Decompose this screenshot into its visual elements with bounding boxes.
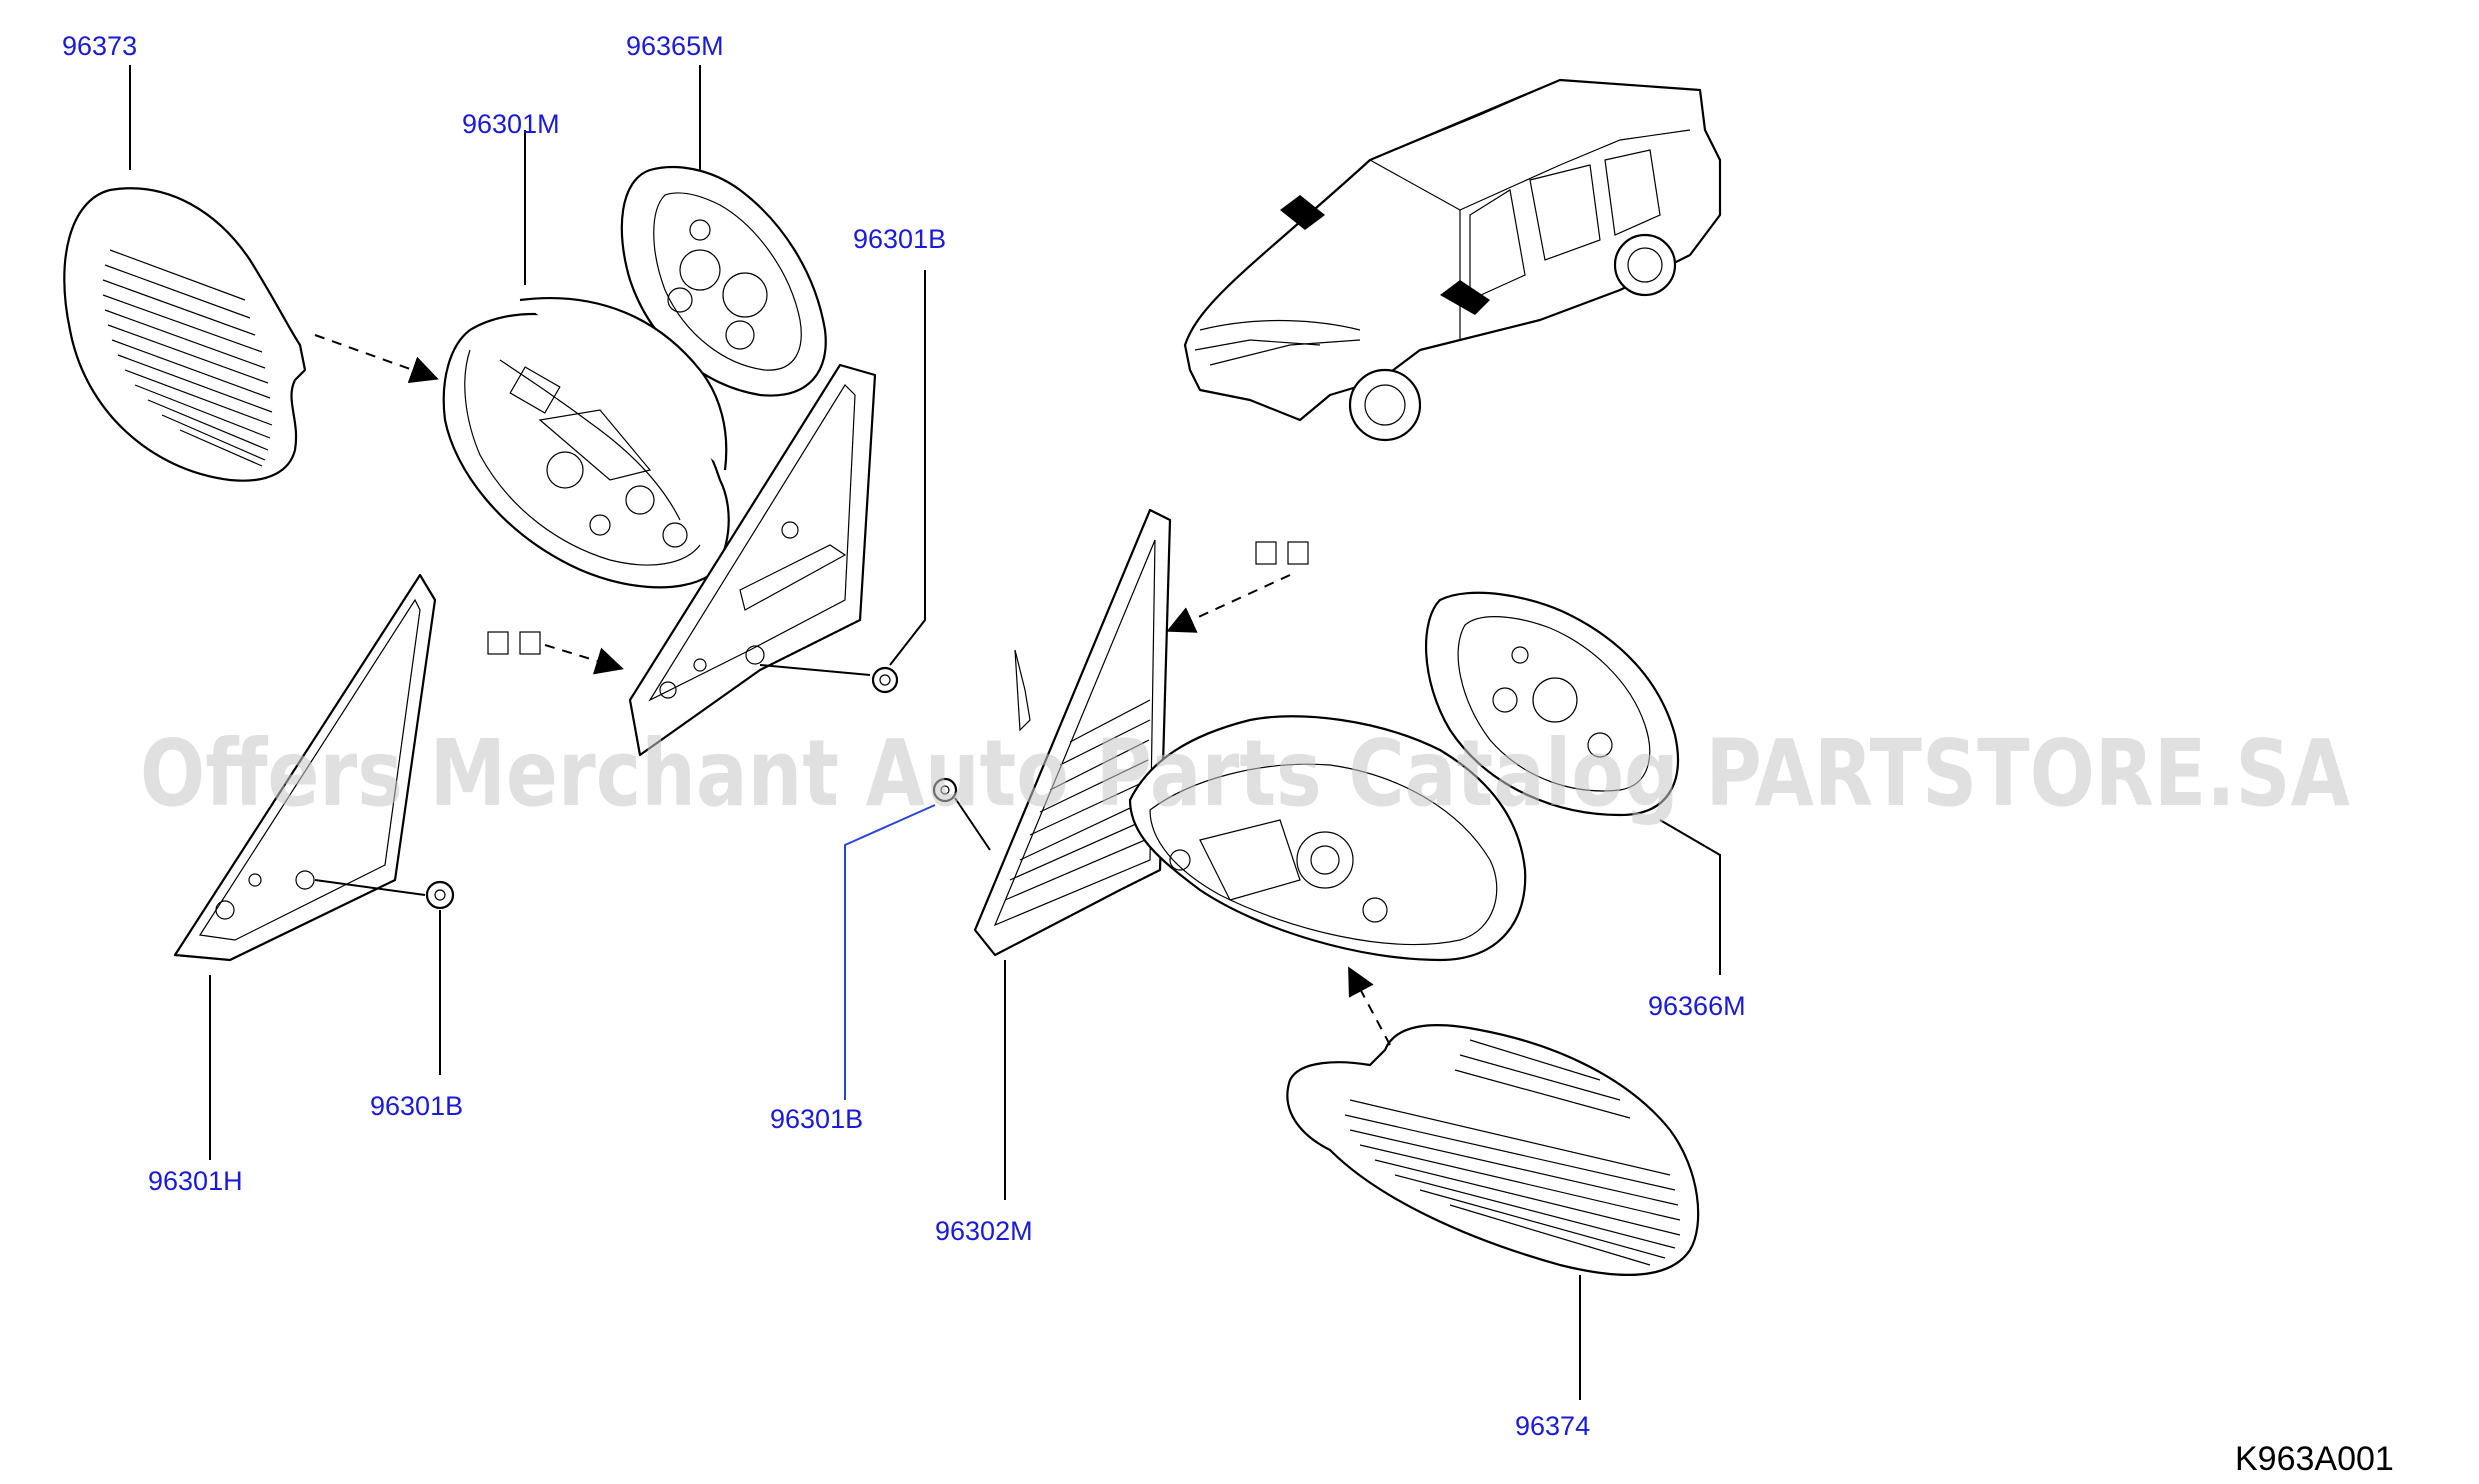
corner-finisher-96301H-part[interactable]	[173, 573, 437, 962]
car-locator-illustration	[1183, 78, 1722, 442]
nut-upper[interactable]	[871, 666, 899, 694]
arrow-bracket-right	[1166, 574, 1291, 633]
watermark-text: Offers Merchant Auto Parts Catalog PARTS…	[140, 720, 2350, 827]
bracket-symbol-left	[487, 631, 509, 655]
arrow-cover-to-assembly	[1348, 966, 1391, 1046]
screw-center[interactable]	[932, 777, 958, 803]
mirror-body-left-part[interactable]	[442, 296, 730, 589]
leader-96366M	[1659, 819, 1721, 975]
mirror-cover-left-part[interactable]	[63, 187, 307, 482]
label-96301B-mid[interactable]: 96301B	[770, 1104, 863, 1134]
label-96365M[interactable]: 96365M	[626, 31, 724, 61]
mirror-assembly-right-part[interactable]	[973, 508, 1527, 962]
bracket-symbol-left-2	[519, 631, 541, 655]
bracket-symbol-right	[1255, 541, 1277, 565]
mirror-glass-right-part[interactable]	[1424, 591, 1679, 817]
label-96373[interactable]: 96373	[62, 31, 137, 61]
label-96301M[interactable]: 96301M	[462, 109, 560, 139]
label-96374[interactable]: 96374	[1515, 1411, 1590, 1441]
mirror-marker-left	[1280, 195, 1325, 230]
leader-96301B-top	[889, 270, 926, 666]
nut-left[interactable]	[425, 880, 455, 910]
label-96366M[interactable]: 96366M	[1648, 991, 1746, 1021]
mirror-marker-right	[1440, 280, 1490, 315]
leader-96301B-mid	[844, 804, 936, 1100]
arrow-cover-to-body	[314, 334, 439, 384]
bracket-symbol-right-2	[1287, 541, 1309, 565]
leader-nut-left-link	[314, 879, 426, 896]
drawing-code: K963A001	[2235, 1440, 2394, 1478]
label-96301B-top[interactable]: 96301B	[853, 224, 946, 254]
door-corner-finisher-upper-part[interactable]	[628, 363, 877, 757]
leader-screw-link	[954, 797, 991, 851]
label-96301B-left[interactable]: 96301B	[370, 1091, 463, 1121]
mirror-glass-left-part[interactable]	[620, 165, 827, 397]
mirror-cover-right-part[interactable]	[1286, 1024, 1700, 1276]
label-96301H[interactable]: 96301H	[148, 1166, 243, 1196]
leader-nut-upper-link	[759, 664, 871, 676]
arrow-bracket-left	[544, 644, 624, 675]
label-96302M[interactable]: 96302M	[935, 1216, 1033, 1246]
